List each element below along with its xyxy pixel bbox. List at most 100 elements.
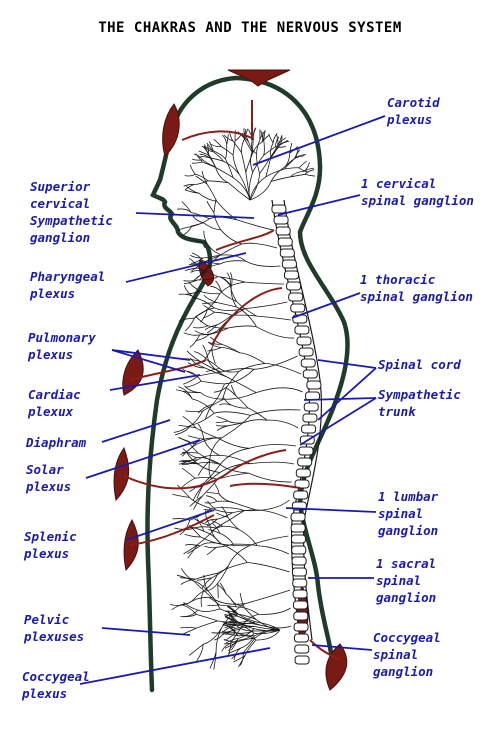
vertebra — [294, 644, 310, 654]
nerve-fiber — [250, 461, 294, 465]
nerve-fiber — [204, 324, 218, 330]
nerve-fiber — [226, 388, 237, 397]
nerve-fiber — [203, 263, 221, 272]
nerve-fiber — [224, 613, 238, 617]
nerve-fiber — [189, 495, 203, 507]
nerve-fiber — [229, 272, 233, 288]
nerve-fiber — [250, 151, 254, 173]
nerve-fiber — [202, 311, 215, 319]
nerve-fiber — [270, 145, 279, 158]
nerve-fiber — [219, 582, 227, 594]
nerve-fiber — [201, 170, 208, 185]
nerve-fiber — [207, 325, 229, 329]
nerve-fiber — [228, 647, 241, 654]
nerve-fiber — [225, 593, 237, 608]
nerve-fiber — [208, 341, 223, 345]
nerve-fiber — [194, 580, 208, 591]
nerve-fiber — [284, 167, 299, 170]
nerve-fiber — [214, 411, 251, 416]
nerve-fiber — [194, 351, 209, 362]
nerve-fiber — [222, 344, 241, 354]
nerve-fiber — [180, 443, 195, 455]
nerve-fiber — [249, 535, 289, 546]
nerve-fiber — [225, 144, 228, 160]
leader-line — [285, 507, 377, 513]
nerve-fiber — [264, 363, 302, 375]
nerve-fiber — [205, 495, 218, 502]
nerve-fiber — [223, 640, 238, 645]
vessel-lines — [123, 100, 341, 661]
nerve-fiber — [205, 582, 219, 592]
nerve-fiber — [191, 161, 203, 164]
nerve-fiber — [180, 578, 197, 585]
nerve-fiber — [213, 212, 221, 230]
nerve-fiber — [185, 410, 203, 412]
nerve-fiber — [248, 472, 292, 483]
nerve-fiber — [198, 192, 217, 202]
nerve-fiber — [244, 301, 288, 309]
vertebrae — [271, 204, 322, 665]
nerve-fiber — [223, 392, 257, 400]
nerve-fiber — [189, 164, 196, 175]
nerve-fiber — [207, 154, 217, 168]
nerve-fiber — [200, 536, 222, 545]
nerve-fiber — [178, 437, 195, 445]
nerve-fiber — [259, 130, 266, 140]
nerve-fiber — [197, 608, 221, 612]
nerve-fiber — [230, 384, 237, 397]
nerve-fiber — [236, 606, 259, 615]
leader-line — [277, 194, 361, 216]
vertebra — [297, 457, 313, 467]
vertebra — [295, 468, 311, 478]
nerve-fiber — [205, 518, 218, 524]
vertebra — [279, 248, 295, 258]
nerve-fiber — [238, 655, 246, 668]
vertebra — [301, 424, 317, 434]
nerve-fiber — [197, 577, 212, 581]
nerve-fiber — [207, 492, 220, 495]
nerve-fiber — [220, 229, 242, 245]
nerve-fiber — [213, 386, 228, 393]
leader-line — [135, 212, 255, 219]
nerve-fiber — [216, 302, 237, 308]
leader-line — [101, 627, 191, 636]
nerve-fiber — [231, 314, 257, 317]
nerve-fiber — [176, 484, 190, 498]
nerve-fiber — [188, 281, 201, 292]
nerve-fiber — [224, 621, 237, 629]
nerve-fiber — [270, 166, 286, 182]
nerve-fiber — [184, 544, 201, 547]
nerve-fiber — [258, 607, 291, 615]
nerve-fiber — [202, 159, 216, 168]
nerve-fiber — [192, 398, 215, 414]
vertebra — [293, 633, 309, 643]
nerve-fiber — [238, 363, 265, 372]
nerve-fiber — [181, 627, 197, 635]
nerve-fiber — [196, 614, 218, 622]
nerve-fiber — [200, 590, 205, 607]
nerve-fiber — [278, 135, 283, 146]
nerve-fiber — [184, 318, 195, 332]
nerve-fiber — [215, 166, 229, 183]
nerve-fiber — [298, 160, 307, 169]
nerve-fiber — [236, 620, 255, 627]
nerve-fiber — [268, 133, 274, 144]
nerve-fiber — [180, 226, 192, 237]
nerve-fiber — [194, 518, 210, 526]
nerve-fiber — [183, 332, 200, 336]
nerve-fiber — [212, 523, 221, 534]
nerve-fiber — [195, 153, 203, 163]
nerve-fiber — [227, 182, 251, 201]
nerve-fiber — [200, 392, 224, 400]
nerve-fiber — [203, 439, 220, 456]
nerve-fiber — [236, 306, 257, 327]
vertebra — [294, 479, 310, 489]
nerve-fiber — [226, 376, 257, 393]
leader-line — [111, 349, 191, 361]
nerve-fiber — [206, 518, 218, 527]
nerve-fiber — [187, 435, 204, 440]
